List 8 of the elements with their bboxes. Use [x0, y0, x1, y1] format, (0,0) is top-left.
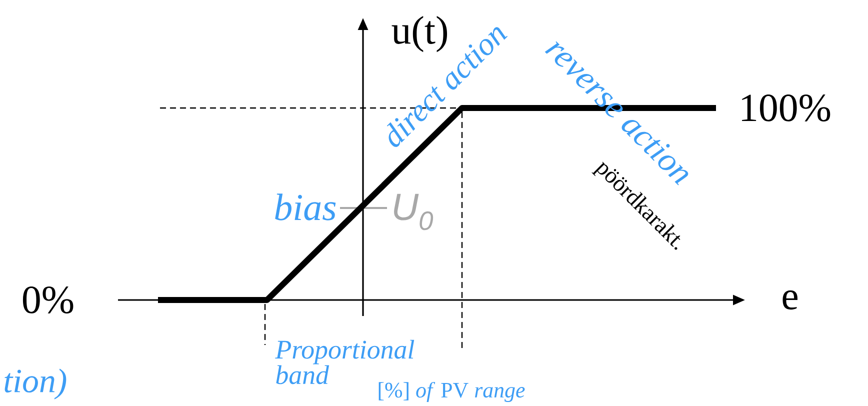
axis-label: e	[782, 290, 798, 310]
bias-value: U$_{0}$	[394, 194, 434, 230]
fragment-label: tion)	[4, 368, 66, 400]
axis-label: u(t)	[392, 16, 448, 52]
tick-label: 0%	[22, 286, 74, 314]
tick-label: 100%	[742, 94, 830, 122]
bias-label: bias	[275, 194, 336, 220]
unit-label: [%] of PV range	[378, 382, 525, 402]
